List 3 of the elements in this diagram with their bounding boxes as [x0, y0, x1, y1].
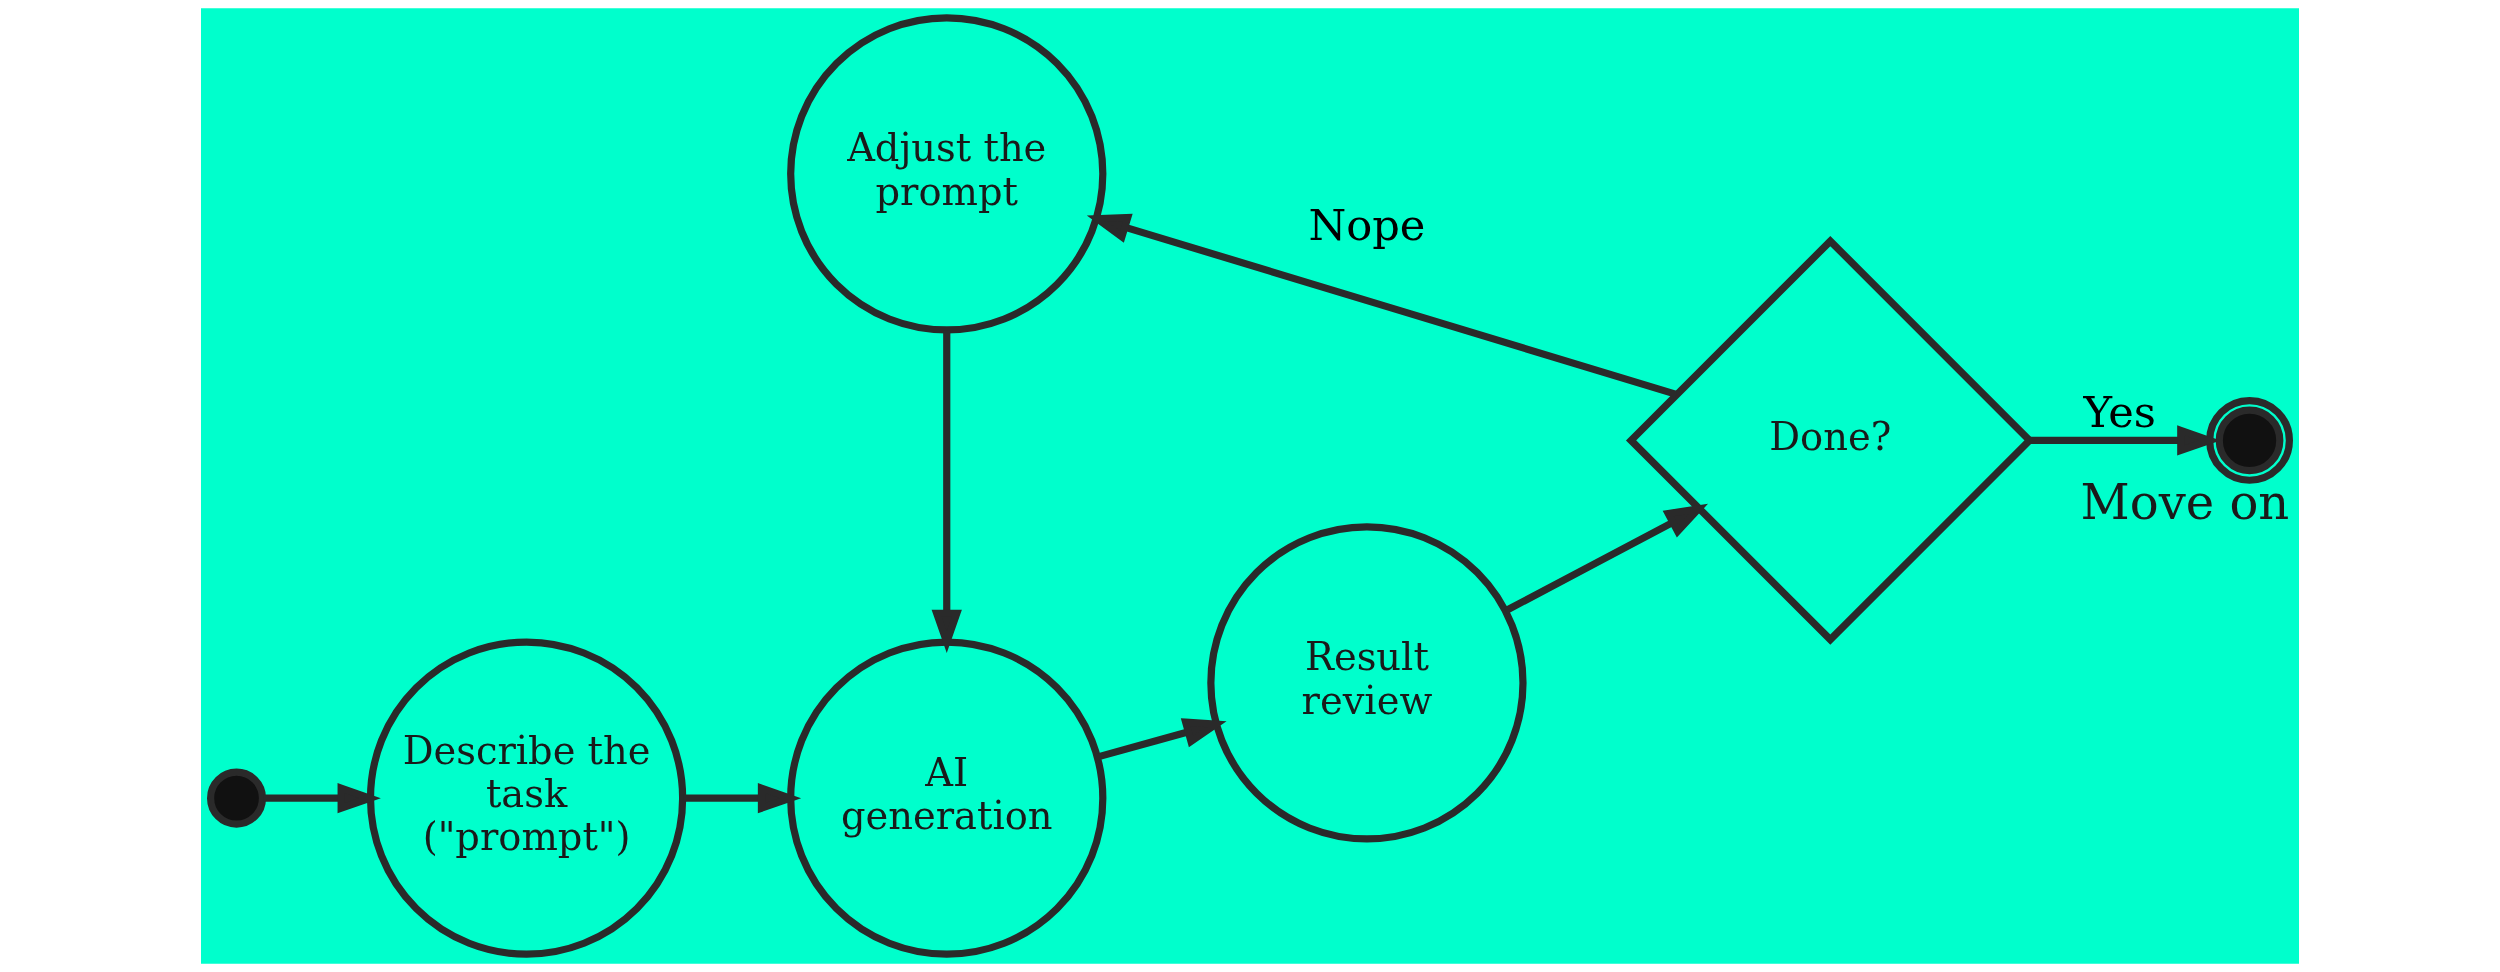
edge-label: Yes — [2083, 386, 2156, 437]
node-label: Move on — [2080, 473, 2290, 530]
edge-label: Nope — [1308, 199, 1426, 250]
